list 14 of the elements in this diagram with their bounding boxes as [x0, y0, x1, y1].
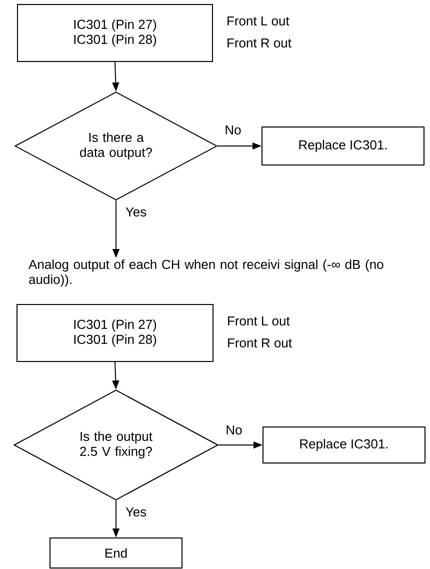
side-label: Front R out: [228, 338, 292, 348]
process-box: Replace IC301.: [262, 126, 424, 166]
side-label: Front L out: [228, 316, 290, 326]
process-box: End: [50, 538, 182, 568]
process-box: IC301 (Pin 27) IC301 (Pin 28): [17, 4, 213, 62]
side-label: Front R out: [228, 38, 292, 48]
process-box: Replace IC301.: [262, 426, 426, 464]
edge-label: No: [224, 424, 244, 436]
process-box: IC301 (Pin 27) IC301 (Pin 28): [16, 304, 214, 362]
edge-label: No: [224, 124, 242, 136]
note-text: Analog output of each CH when not receivi signal (-∞ dB (no audio)).: [28, 260, 384, 287]
edge-label: Yes: [124, 206, 148, 218]
edge-label: Yes: [124, 506, 148, 518]
side-label: Front L out: [228, 16, 290, 26]
